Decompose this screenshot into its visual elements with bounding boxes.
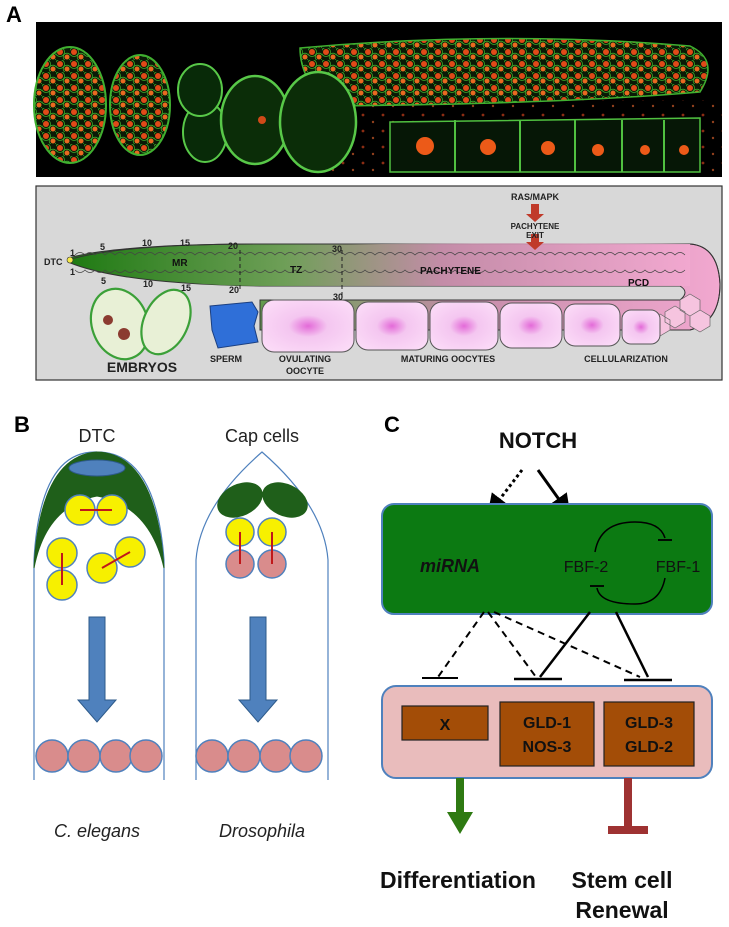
tick-bottom-5: 5	[101, 276, 106, 286]
dtc-title: DTC	[79, 426, 116, 446]
drosophila-tube	[195, 451, 329, 780]
tick-top-20: 20	[228, 241, 238, 251]
stem-cell-label: Stem cell	[572, 867, 673, 893]
x-label: X	[440, 717, 451, 734]
tick-top-30: 30	[332, 244, 342, 254]
tick-bottom-1: 1	[70, 267, 75, 277]
cellularization-label: CELLULARIZATION	[584, 354, 668, 364]
differentiation-arrow	[456, 778, 464, 814]
panel-label-b: B	[14, 412, 30, 437]
tick-top-1: 1	[70, 248, 75, 258]
differentiated-cell	[129, 739, 163, 773]
down-arrow	[76, 616, 118, 723]
mirna-label: miRNA	[420, 556, 480, 576]
tick-top-15: 15	[180, 238, 190, 248]
dtc-nucleus	[68, 459, 126, 477]
dtc-label: DTC	[44, 257, 63, 267]
sperm	[209, 301, 259, 349]
tick-bottom-10: 10	[143, 279, 153, 289]
renewal-inhibition	[624, 778, 632, 832]
cap-cell	[262, 482, 308, 518]
nos3-label: NOS-3	[523, 739, 572, 756]
gld3-label: GLD-3	[625, 715, 673, 732]
differentiated-cell	[289, 739, 323, 773]
tick-bottom-20: 20	[229, 285, 239, 295]
cap-cell	[217, 482, 263, 518]
pachytene-label: PACHYTENE	[420, 266, 481, 277]
x-box	[401, 705, 489, 741]
tz-label: TZ	[290, 265, 302, 276]
pcd-label: PCD	[628, 278, 649, 289]
c-elegans-caption: C. elegans	[54, 821, 140, 841]
pachytene-exit-label-1: PACHYTENE	[511, 222, 560, 231]
ras-mapk-label: RAS/MAPK	[511, 192, 560, 202]
panel-label-a: A	[6, 2, 22, 27]
mr-label: MR	[172, 258, 188, 269]
gld1-label: GLD-1	[523, 715, 571, 732]
panel-label-c: C	[384, 412, 400, 437]
tick-top-5: 5	[100, 242, 105, 252]
fbf2-label: FBF-2	[564, 559, 609, 576]
tick-bottom-15: 15	[181, 283, 191, 293]
tick-top-10: 10	[142, 238, 152, 248]
pachytene-exit-label-2: EXIT	[526, 231, 544, 240]
notch-label: NOTCH	[499, 428, 577, 453]
maturing-oocytes-label: MATURING OOCYTES	[401, 354, 495, 364]
ovulating-oocyte-label-1: OVULATING	[279, 354, 331, 364]
gld2-label: GLD-2	[625, 739, 673, 756]
fbf1-label: FBF-1	[656, 559, 701, 576]
differentiation-label: Differentiation	[380, 867, 536, 893]
maturing-oocyte	[355, 301, 429, 351]
ovulating-oocyte	[261, 299, 355, 353]
cap-cells-title: Cap cells	[225, 426, 299, 446]
gld1-nos3-box	[499, 701, 595, 767]
maturing-oocyte	[563, 303, 621, 347]
gld3-gld2-box	[603, 701, 695, 767]
sperm-label: SPERM	[210, 354, 242, 364]
down-arrow	[237, 616, 279, 723]
embryo	[140, 288, 192, 356]
renewal-label: Renewal	[575, 897, 668, 923]
tick-bottom-30: 30	[333, 292, 343, 302]
embryos-label: EMBRYOS	[107, 359, 177, 375]
maturing-oocyte	[429, 301, 499, 351]
maturing-oocyte	[621, 309, 661, 345]
maturing-oocyte	[499, 302, 563, 349]
ovulating-oocyte-label-2: OOCYTE	[286, 366, 324, 376]
regulator-box	[381, 503, 713, 615]
drosophila-caption: Drosophila	[219, 821, 305, 841]
